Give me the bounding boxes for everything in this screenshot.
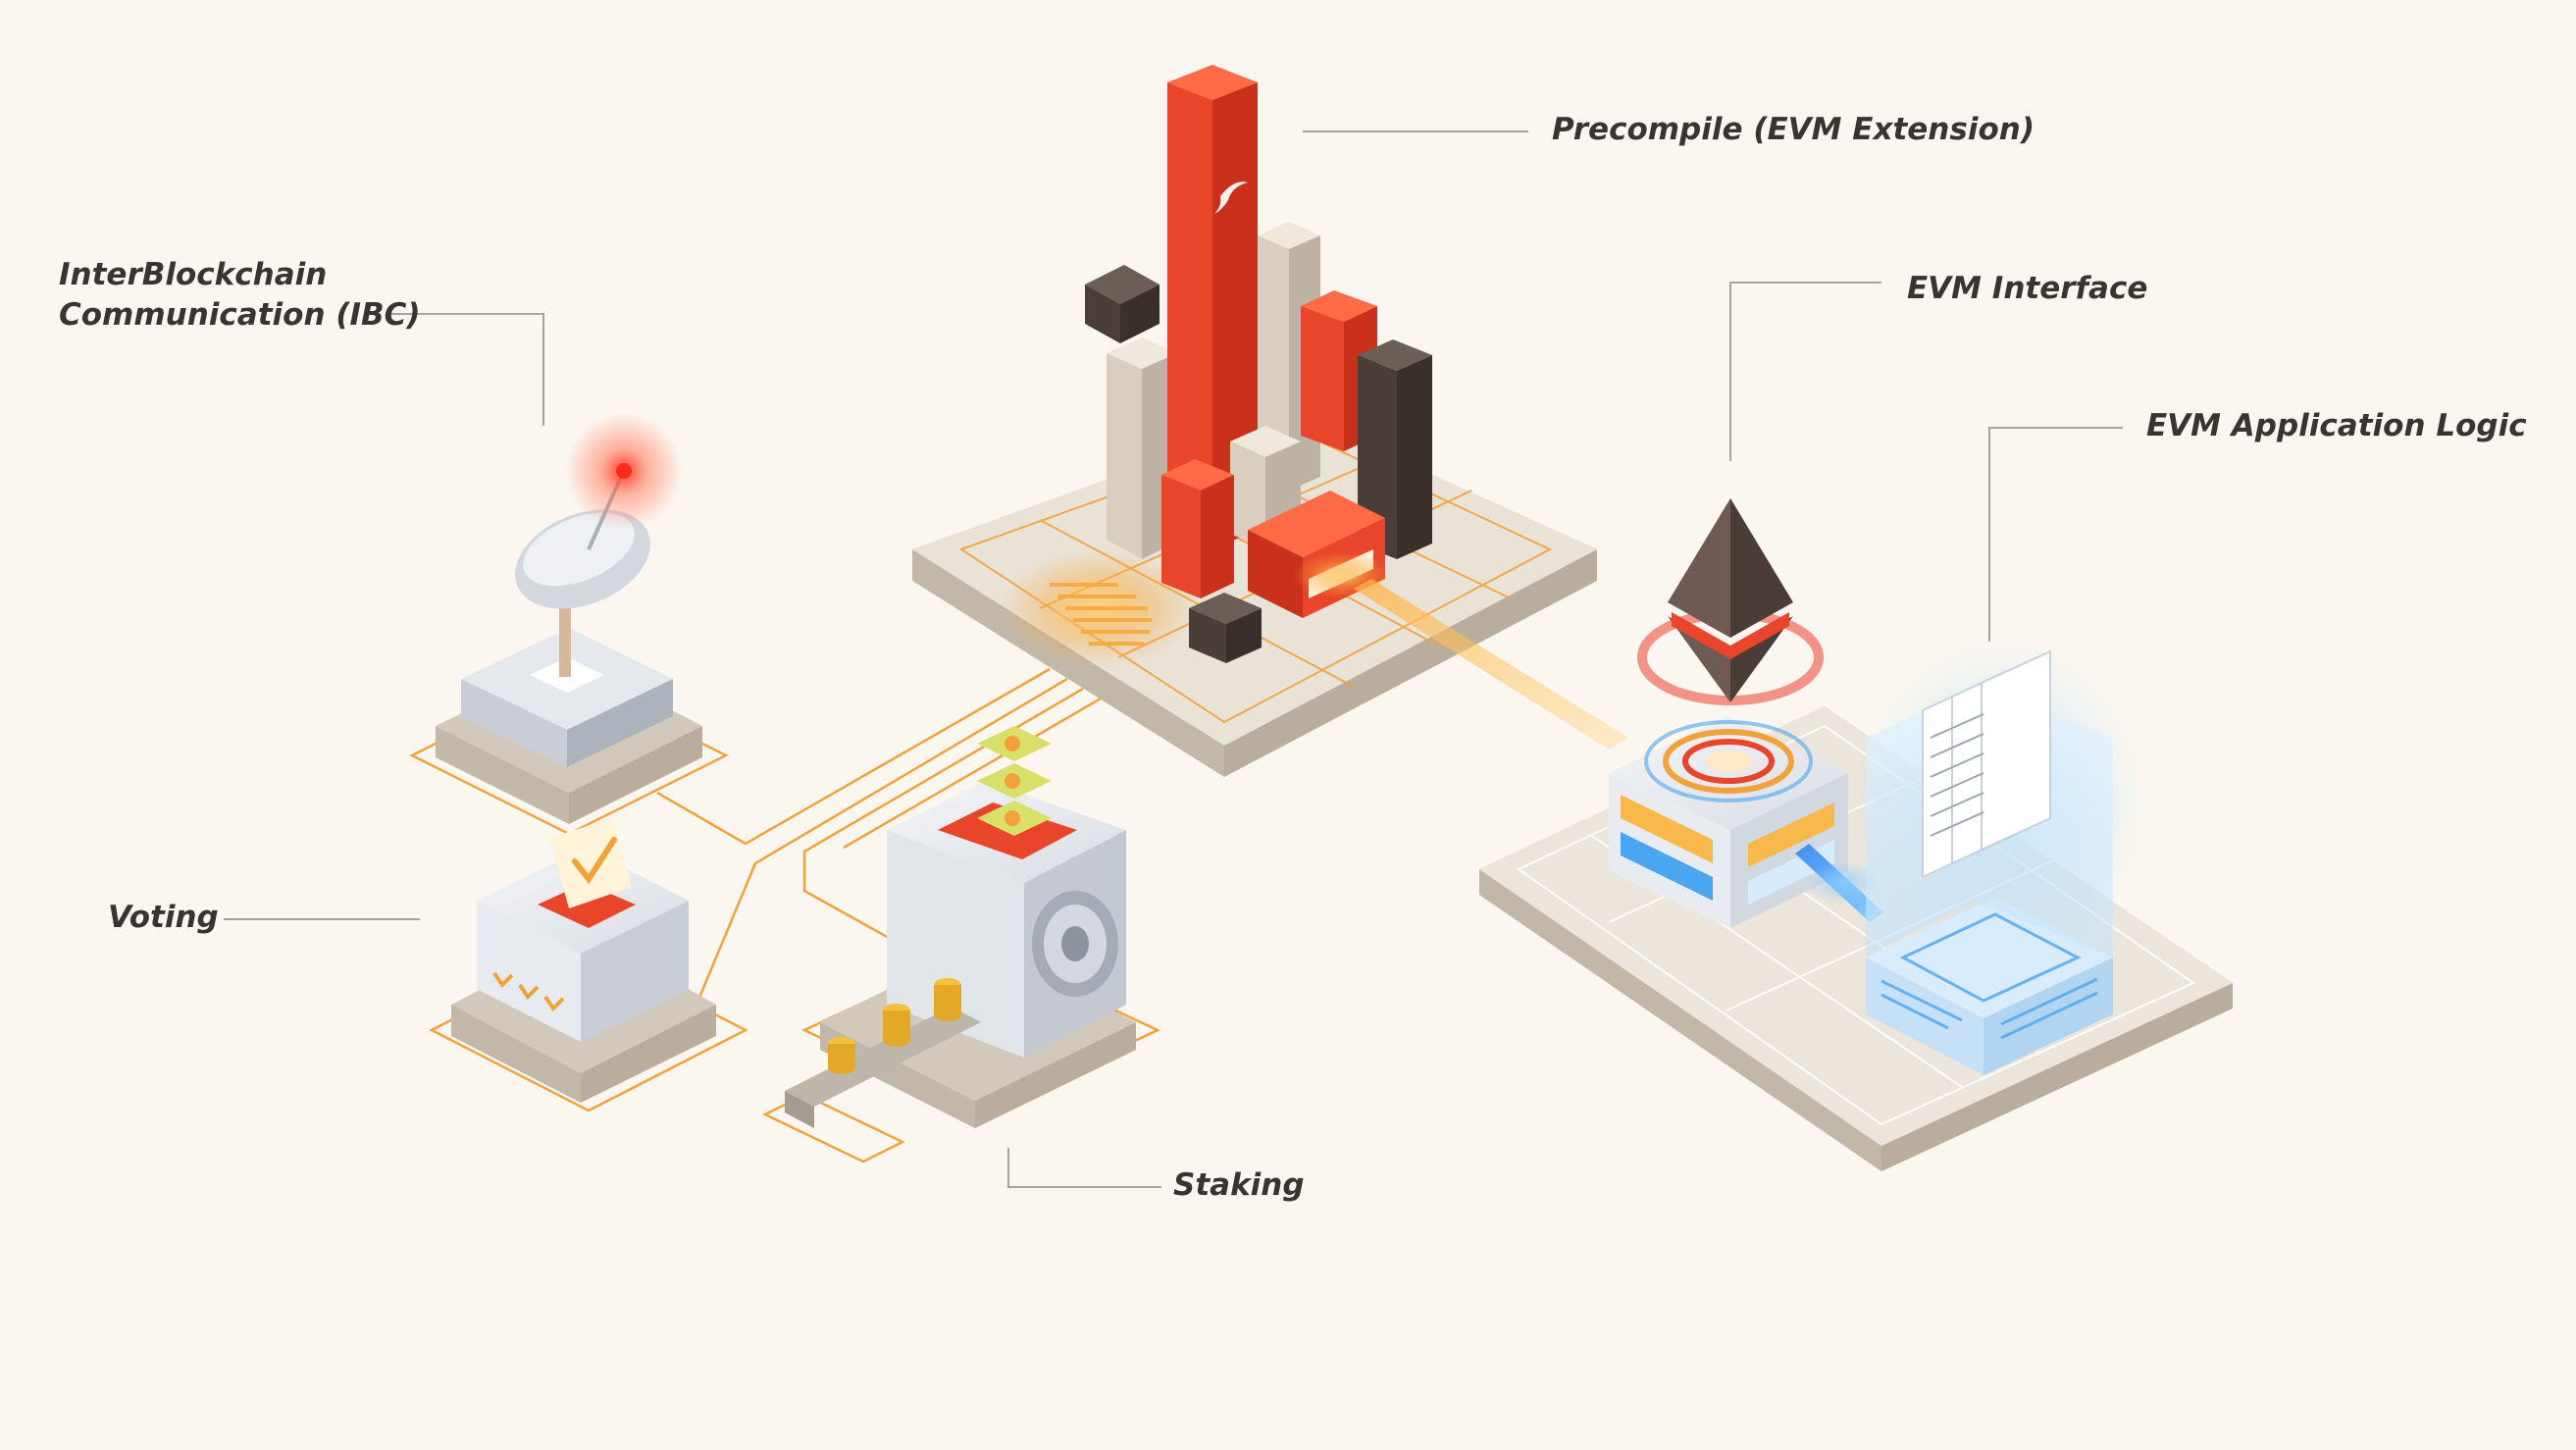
cash-stack <box>977 726 1052 836</box>
label-evm-interface: EVM Interface <box>1907 271 2148 306</box>
server-documents-icon <box>1922 649 2051 879</box>
coins <box>828 978 961 1074</box>
label-ibc-line1: InterBlockchain <box>59 257 328 292</box>
voting-ballot-group <box>429 818 748 1113</box>
precompile-to-evm-beam <box>1354 579 1628 750</box>
leader-line-evm-interface <box>1729 282 1881 461</box>
label-voting: Voting <box>108 900 219 935</box>
leader-line-staking <box>1007 1148 1161 1188</box>
leader-line-evm-application-logic <box>1988 427 2123 642</box>
label-precompile: Precompile (EVM Extension) <box>1552 112 2035 147</box>
leader-lines <box>224 130 2123 1188</box>
leader-line-ibc <box>390 313 544 426</box>
staking-vault-group <box>762 726 1160 1164</box>
precompile-towers <box>1085 65 1432 663</box>
label-ibc-line2: Communication (IBC) <box>59 297 421 333</box>
evm-interface-cube <box>1609 716 1848 928</box>
label-evm-application-logic: EVM Application Logic <box>2146 408 2527 443</box>
label-staking: Staking <box>1173 1167 1305 1203</box>
evm-application-logic-group <box>1854 638 2148 1075</box>
label-ibc: InterBlockchain Communication (IBC) <box>59 255 421 336</box>
ethereum-logo-icon <box>1637 498 1824 705</box>
ibc-satellite-group <box>409 412 729 836</box>
